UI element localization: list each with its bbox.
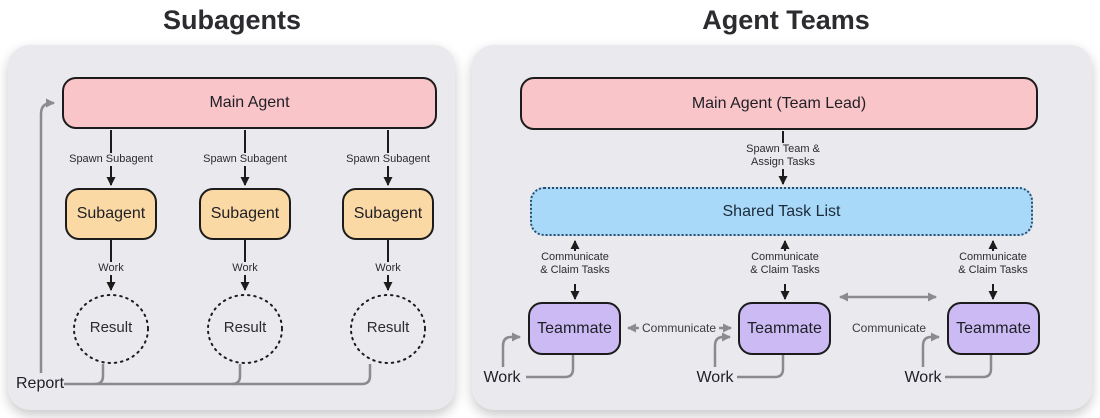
- claim-label-3-line1: Communicate: [959, 251, 1027, 263]
- subagent-box-1: Subagent: [65, 188, 157, 240]
- work-label-2: Work: [229, 262, 261, 275]
- result-circle-1: [73, 294, 149, 364]
- work-loop-out-1: [526, 355, 575, 379]
- shared-task-list-box: Shared Task List: [530, 187, 1033, 236]
- teammate-label-1: Teammate: [537, 319, 612, 337]
- report-drop-2: [231, 364, 242, 386]
- shared-task-list-label: Shared Task List: [722, 202, 841, 220]
- report-label: Report: [15, 375, 65, 392]
- report-return-arrow: [39, 98, 55, 373]
- result-label-2: Result: [223, 319, 267, 336]
- work-label-1: Work: [95, 262, 127, 275]
- spawn-team-label: Spawn Team & Assign Tasks: [743, 143, 823, 169]
- teammate-work-label-1: Work: [483, 369, 521, 386]
- teammate-box-3: Teammate: [947, 302, 1040, 355]
- report-trunk-line: [64, 364, 372, 386]
- subagent-label-3: Subagent: [353, 205, 423, 222]
- teammate-box-1: Teammate: [528, 302, 621, 355]
- communicate-label-1-2: Communicate: [638, 322, 720, 335]
- result-label-3: Result: [366, 319, 410, 336]
- communicate-label-2-3: Communicate: [851, 321, 927, 335]
- claim-label-1: Communicate & Claim Tasks: [537, 251, 613, 277]
- teammate-label-2: Teammate: [747, 319, 822, 337]
- claim-label-3-line2: & Claim Tasks: [958, 264, 1028, 276]
- claim-label-1-line1: Communicate: [541, 251, 609, 263]
- subagent-box-3: Subagent: [342, 188, 434, 240]
- teammate-work-label-3: Work: [904, 369, 942, 386]
- main-agent-box: Main Agent: [62, 77, 437, 129]
- result-label-1: Result: [89, 319, 133, 336]
- work-label-3: Work: [372, 262, 404, 275]
- agent-teams-title: Agent Teams: [702, 5, 870, 35]
- work-loop-in-1: [501, 332, 521, 367]
- subagents-title: Subagents: [162, 5, 302, 35]
- spawn-subagent-label-3: Spawn Subagent: [343, 153, 433, 166]
- teammate-work-label-2: Work: [696, 369, 734, 386]
- work-loop-in-3: [921, 332, 940, 367]
- result-circle-2: [207, 294, 283, 364]
- claim-label-2-line1: Communicate: [751, 251, 819, 263]
- spawn-team-label-line2: Assign Tasks: [750, 156, 815, 168]
- team-lead-label: Main Agent (Team Lead): [691, 94, 867, 112]
- claim-label-2-line2: & Claim Tasks: [750, 264, 820, 276]
- spawn-team-label-line1: Spawn Team &: [746, 143, 820, 155]
- subagent-label-1: Subagent: [76, 205, 146, 222]
- team-lead-box: Main Agent (Team Lead): [520, 77, 1038, 130]
- teammate-box-2: Teammate: [738, 302, 831, 355]
- claim-label-2: Communicate & Claim Tasks: [747, 251, 823, 277]
- teammate-label-3: Teammate: [956, 319, 1031, 337]
- main-agent-label: Main Agent: [209, 94, 290, 111]
- subagent-box-2: Subagent: [199, 188, 291, 240]
- subagent-label-2: Subagent: [210, 205, 280, 222]
- spawn-subagent-label-1: Spawn Subagent: [66, 153, 156, 166]
- claim-label-1-line2: & Claim Tasks: [540, 264, 610, 276]
- spawn-subagent-label-2: Spawn Subagent: [200, 153, 290, 166]
- work-loop-in-2: [713, 332, 731, 367]
- claim-label-3: Communicate & Claim Tasks: [955, 251, 1031, 277]
- work-loop-out-3: [945, 355, 993, 379]
- report-drop-1: [94, 364, 105, 386]
- work-loop-out-2: [737, 355, 785, 379]
- result-circle-3: [350, 294, 426, 364]
